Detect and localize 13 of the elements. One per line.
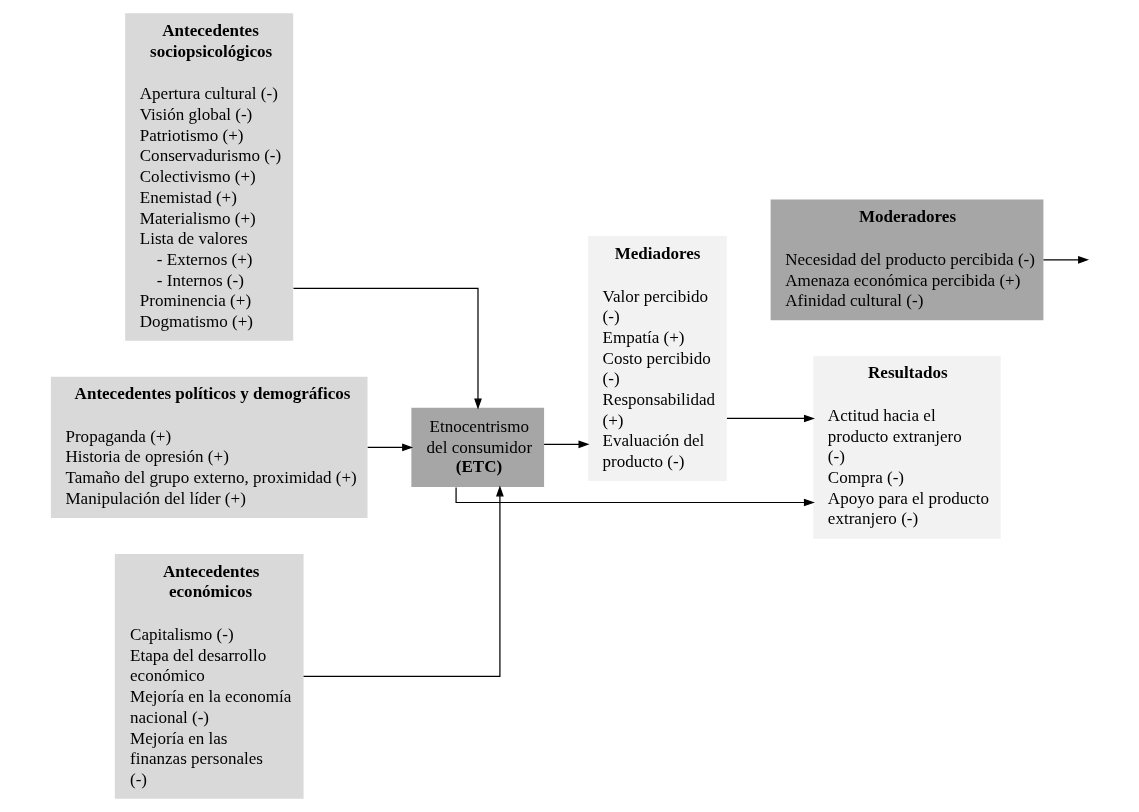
node-box: Antecedentes políticos y demográficos Propaganda (+) Historia de opresión (+) Tamaño del grupo externo, proximidad (+) Manipulación del líder (+): [50, 376, 368, 519]
arrow: [367, 443, 414, 452]
node-box: Resultados Actitud hacia el producto extranjero (-) Compra (-) Apoyo para el producto extranjero (-): [813, 356, 1001, 539]
node-box: Mediadores Valor percibido (-) Empatía (+) Costo percibido (-) Responsabilidad (+) Evaluación del producto (-): [587, 236, 727, 481]
arrow: [543, 440, 590, 449]
node-box: Moderadores Necesidad del producto percibida (-) Amenaza económica percibida (+) Afinidad cultural (-): [770, 199, 1044, 321]
arrow: [302, 485, 504, 677]
node-box: Etnocentrismo del consumidor (ETC): [411, 407, 545, 487]
arrow: [726, 414, 815, 423]
arrow: [292, 287, 482, 410]
node-box: Antecedentes sociopsicológicos Apertura cultural (-) Visión global (-) Patriotismo (+) Conservadurismo (-) Colectivismo (+) Enemistad (+) Materialismo (+) Lista de valores - Externos (+) - Internos (-) Prominencia (+) Dogmatismo (+): [125, 13, 294, 341]
arrow: [1042, 256, 1090, 264]
node-box: Antecedentes económicos Capitalismo (-) Etapa del desarrollo económico Mejoría en la economía nacional (-) Mejoría en las finanzas personales (-): [114, 553, 304, 799]
